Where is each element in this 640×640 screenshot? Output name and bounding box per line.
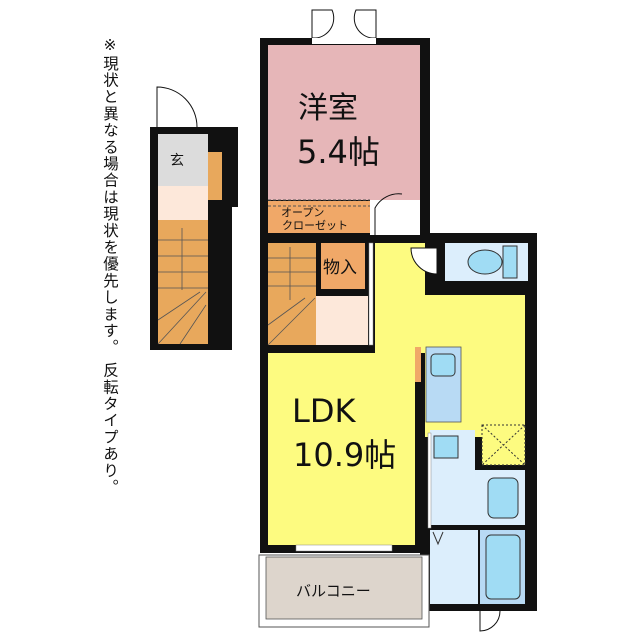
balcony	[265, 556, 423, 620]
entrance-door-swing	[156, 86, 198, 128]
bedroom-label: 洋室	[298, 91, 358, 126]
stairs-left	[158, 220, 208, 344]
toilet-icon	[467, 249, 503, 275]
sink-icon	[430, 353, 456, 377]
stairs-main	[268, 243, 316, 345]
bedroom-door-swing	[374, 193, 403, 235]
window-icon	[311, 9, 335, 39]
closet-label-2: クローゼット	[282, 219, 348, 232]
ldk-label: LDK	[292, 392, 356, 430]
bathtub-icon	[485, 534, 521, 600]
entrance-label: 玄	[170, 152, 184, 169]
storage	[321, 243, 365, 289]
storage-label: 物入	[323, 258, 357, 278]
hall	[316, 296, 368, 345]
washing-machine-icon	[487, 477, 519, 519]
balcony-window	[295, 544, 393, 552]
balcony-label: バルコニー	[296, 582, 371, 600]
bath-door-swing	[479, 610, 501, 632]
entrance-area	[158, 134, 208, 186]
bedroom	[268, 45, 420, 200]
ldk	[268, 353, 415, 545]
toilet-door-swing	[410, 247, 438, 275]
entrance-stair-unit: 玄	[150, 86, 238, 350]
shoe-box	[208, 152, 222, 200]
ldk-size: 10.9帖	[293, 436, 396, 474]
bedroom-size: 5.4帖	[297, 133, 380, 171]
closet-label-1: オープン	[281, 206, 324, 219]
washbasin-icon	[433, 435, 459, 459]
disclaimer-note: ※現状と異なる場合は現状を優先します。 反転タイプあり。	[101, 36, 119, 496]
